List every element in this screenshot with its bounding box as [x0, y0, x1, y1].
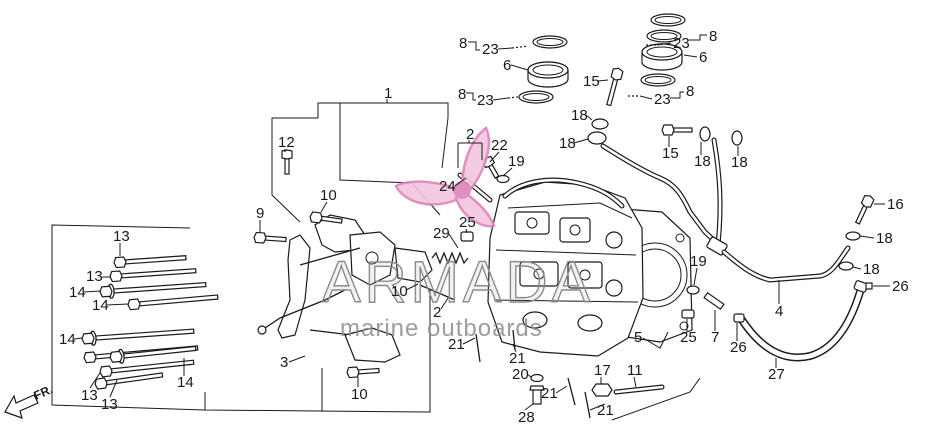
bolt	[661, 124, 693, 136]
callout-label: 3	[280, 354, 288, 371]
callout-label: 6	[503, 57, 511, 74]
callout-label: 19	[508, 153, 525, 170]
callout-label: 23	[654, 91, 671, 108]
pipes	[587, 67, 875, 283]
callout-label: 13	[101, 396, 118, 413]
small-fittings	[681, 285, 725, 319]
callout-label: 21	[597, 402, 614, 419]
callout-label: 2	[433, 304, 441, 321]
callout-label: 13	[86, 268, 103, 285]
cylinder-head	[487, 177, 644, 357]
bolt	[113, 255, 187, 269]
callout-label: 4	[775, 303, 783, 320]
bolt	[81, 328, 195, 346]
direction-label: FR.	[32, 382, 55, 403]
bolt	[99, 281, 207, 299]
callout-label: 29	[433, 225, 450, 242]
callout-label: 10	[351, 386, 368, 403]
callout-label: 21	[448, 336, 465, 353]
callout-label: 8	[459, 35, 467, 52]
callout-label: 24	[439, 178, 456, 195]
callout-label: 28	[518, 409, 535, 426]
bolt	[346, 366, 380, 379]
callout-label: 13	[81, 387, 98, 404]
callout-label: 14	[92, 297, 109, 314]
bolt	[109, 345, 197, 364]
callout-label: 18	[731, 154, 748, 171]
callout-label: 8	[686, 83, 694, 100]
callout-label: 20	[512, 366, 529, 383]
bolt	[854, 195, 875, 225]
water-hose	[733, 280, 873, 362]
hose-clamps-left	[507, 35, 569, 104]
callout-label: 25	[680, 329, 697, 346]
callout-label: 19	[690, 253, 707, 270]
callout-label: 23	[673, 35, 690, 52]
callout-label: 10	[320, 187, 337, 204]
propeller-logo	[394, 126, 496, 228]
callout-label: 23	[477, 92, 494, 109]
callout-label: 15	[662, 145, 679, 162]
bolt	[94, 372, 164, 390]
bolt	[606, 67, 624, 107]
callout-label: 22	[491, 137, 508, 154]
callout-label: 1	[384, 85, 392, 102]
callout-label: 25	[459, 214, 476, 231]
callout-label: 18	[863, 261, 880, 278]
callout-label: 6	[699, 49, 707, 66]
callout-label: 18	[559, 135, 576, 152]
callout-label: 17	[594, 362, 611, 379]
direction-arrow-icon	[4, 394, 39, 419]
watermark-brand: ARMADA	[322, 250, 594, 315]
callout-label: 14	[69, 284, 86, 301]
callout-label: 5	[634, 329, 642, 346]
callout-label: 11	[627, 362, 643, 379]
bolt	[281, 149, 293, 175]
watermark-tagline: marine outboards	[340, 315, 543, 342]
callout-label: 16	[887, 196, 904, 213]
front-direction-indicator: FR.	[4, 382, 55, 419]
bolt	[109, 268, 197, 283]
callout-label: 18	[694, 153, 711, 170]
linkage-bracket-assembly	[253, 149, 510, 379]
callout-label: 21	[541, 385, 558, 402]
bolt	[99, 359, 195, 378]
bolt	[253, 231, 287, 244]
callout-label: 18	[571, 107, 588, 124]
callout-label: 8	[709, 28, 717, 45]
callout-label: 2	[466, 126, 474, 143]
callout-label: 21	[509, 350, 526, 367]
callout-label: 26	[730, 339, 747, 356]
watermark: ARMADA marine outboards	[321, 126, 594, 342]
part-callouts: 8 23 6 8 23 1 2 22 19 24 25 29 2 10 12 1…	[59, 28, 909, 426]
callout-label: 9	[256, 205, 264, 222]
callout-label: 14	[177, 374, 194, 391]
cylinder-head-bolts	[81, 255, 219, 390]
callout-label: 12	[278, 134, 295, 151]
studs-and-nuts	[475, 329, 665, 419]
bolt	[309, 211, 343, 224]
callout-label: 18	[876, 230, 893, 247]
callout-label: 15	[583, 73, 600, 90]
hose-clamps-right	[628, 13, 686, 97]
callout-label: 7	[711, 329, 719, 346]
bolt	[127, 294, 219, 311]
callout-label: 13	[113, 228, 130, 245]
callout-label: 14	[59, 331, 76, 348]
callout-label: 8	[458, 86, 466, 103]
callout-label: 23	[482, 41, 499, 58]
leader-lines	[73, 34, 890, 411]
callout-label: 26	[892, 278, 909, 295]
callout-label: 27	[768, 366, 785, 383]
callout-label: 10	[391, 283, 408, 300]
